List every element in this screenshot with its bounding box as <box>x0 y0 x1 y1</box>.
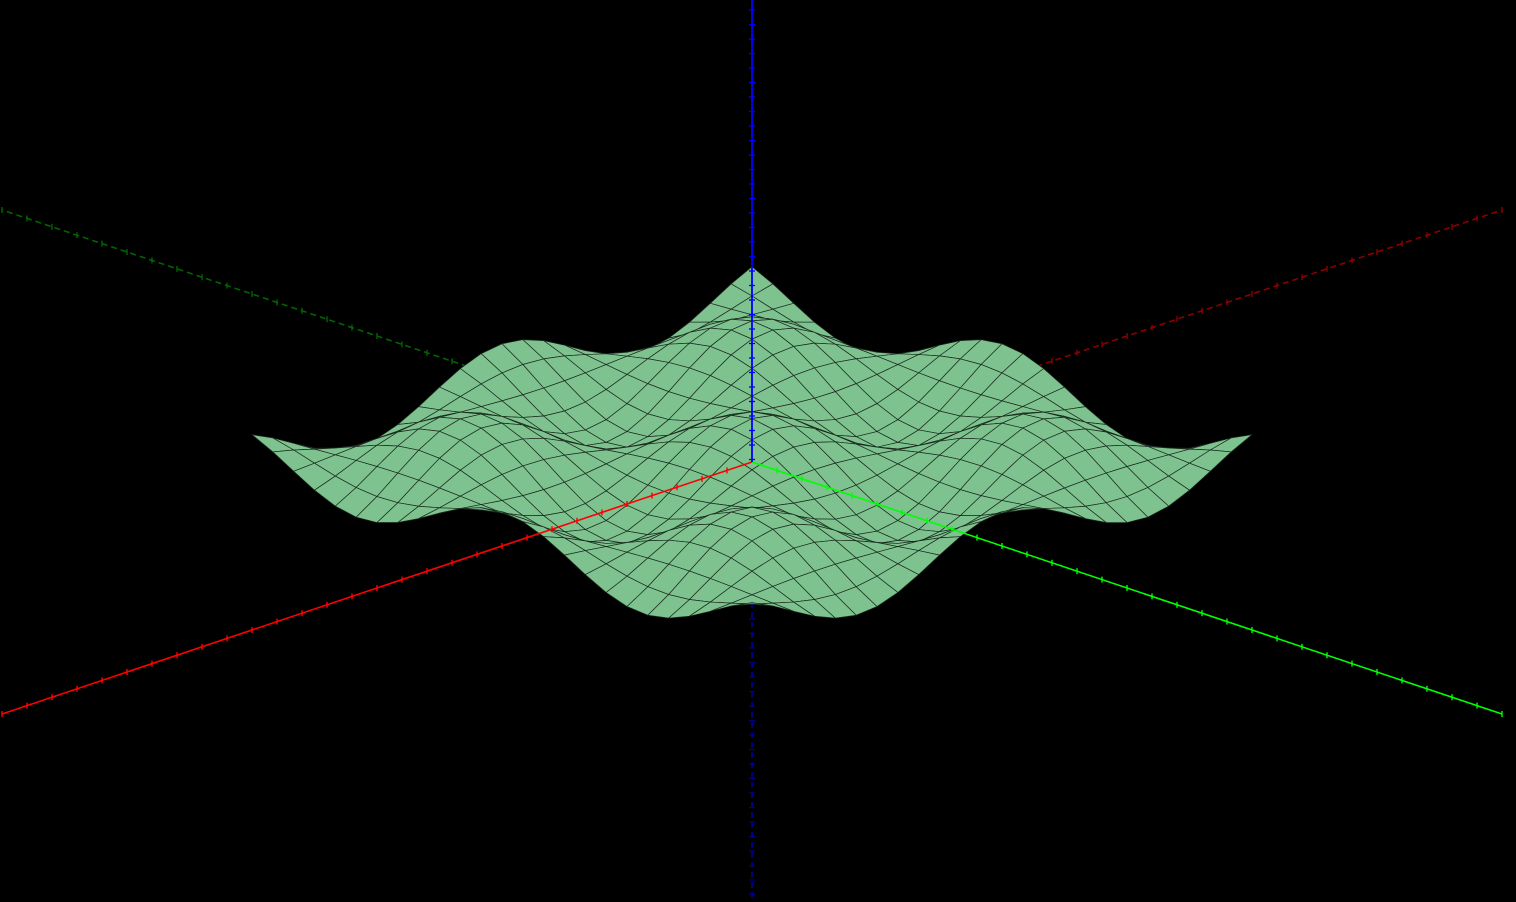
front-axes <box>1 0 1503 717</box>
surface-patch <box>731 602 773 607</box>
surface-mesh <box>250 266 1254 619</box>
